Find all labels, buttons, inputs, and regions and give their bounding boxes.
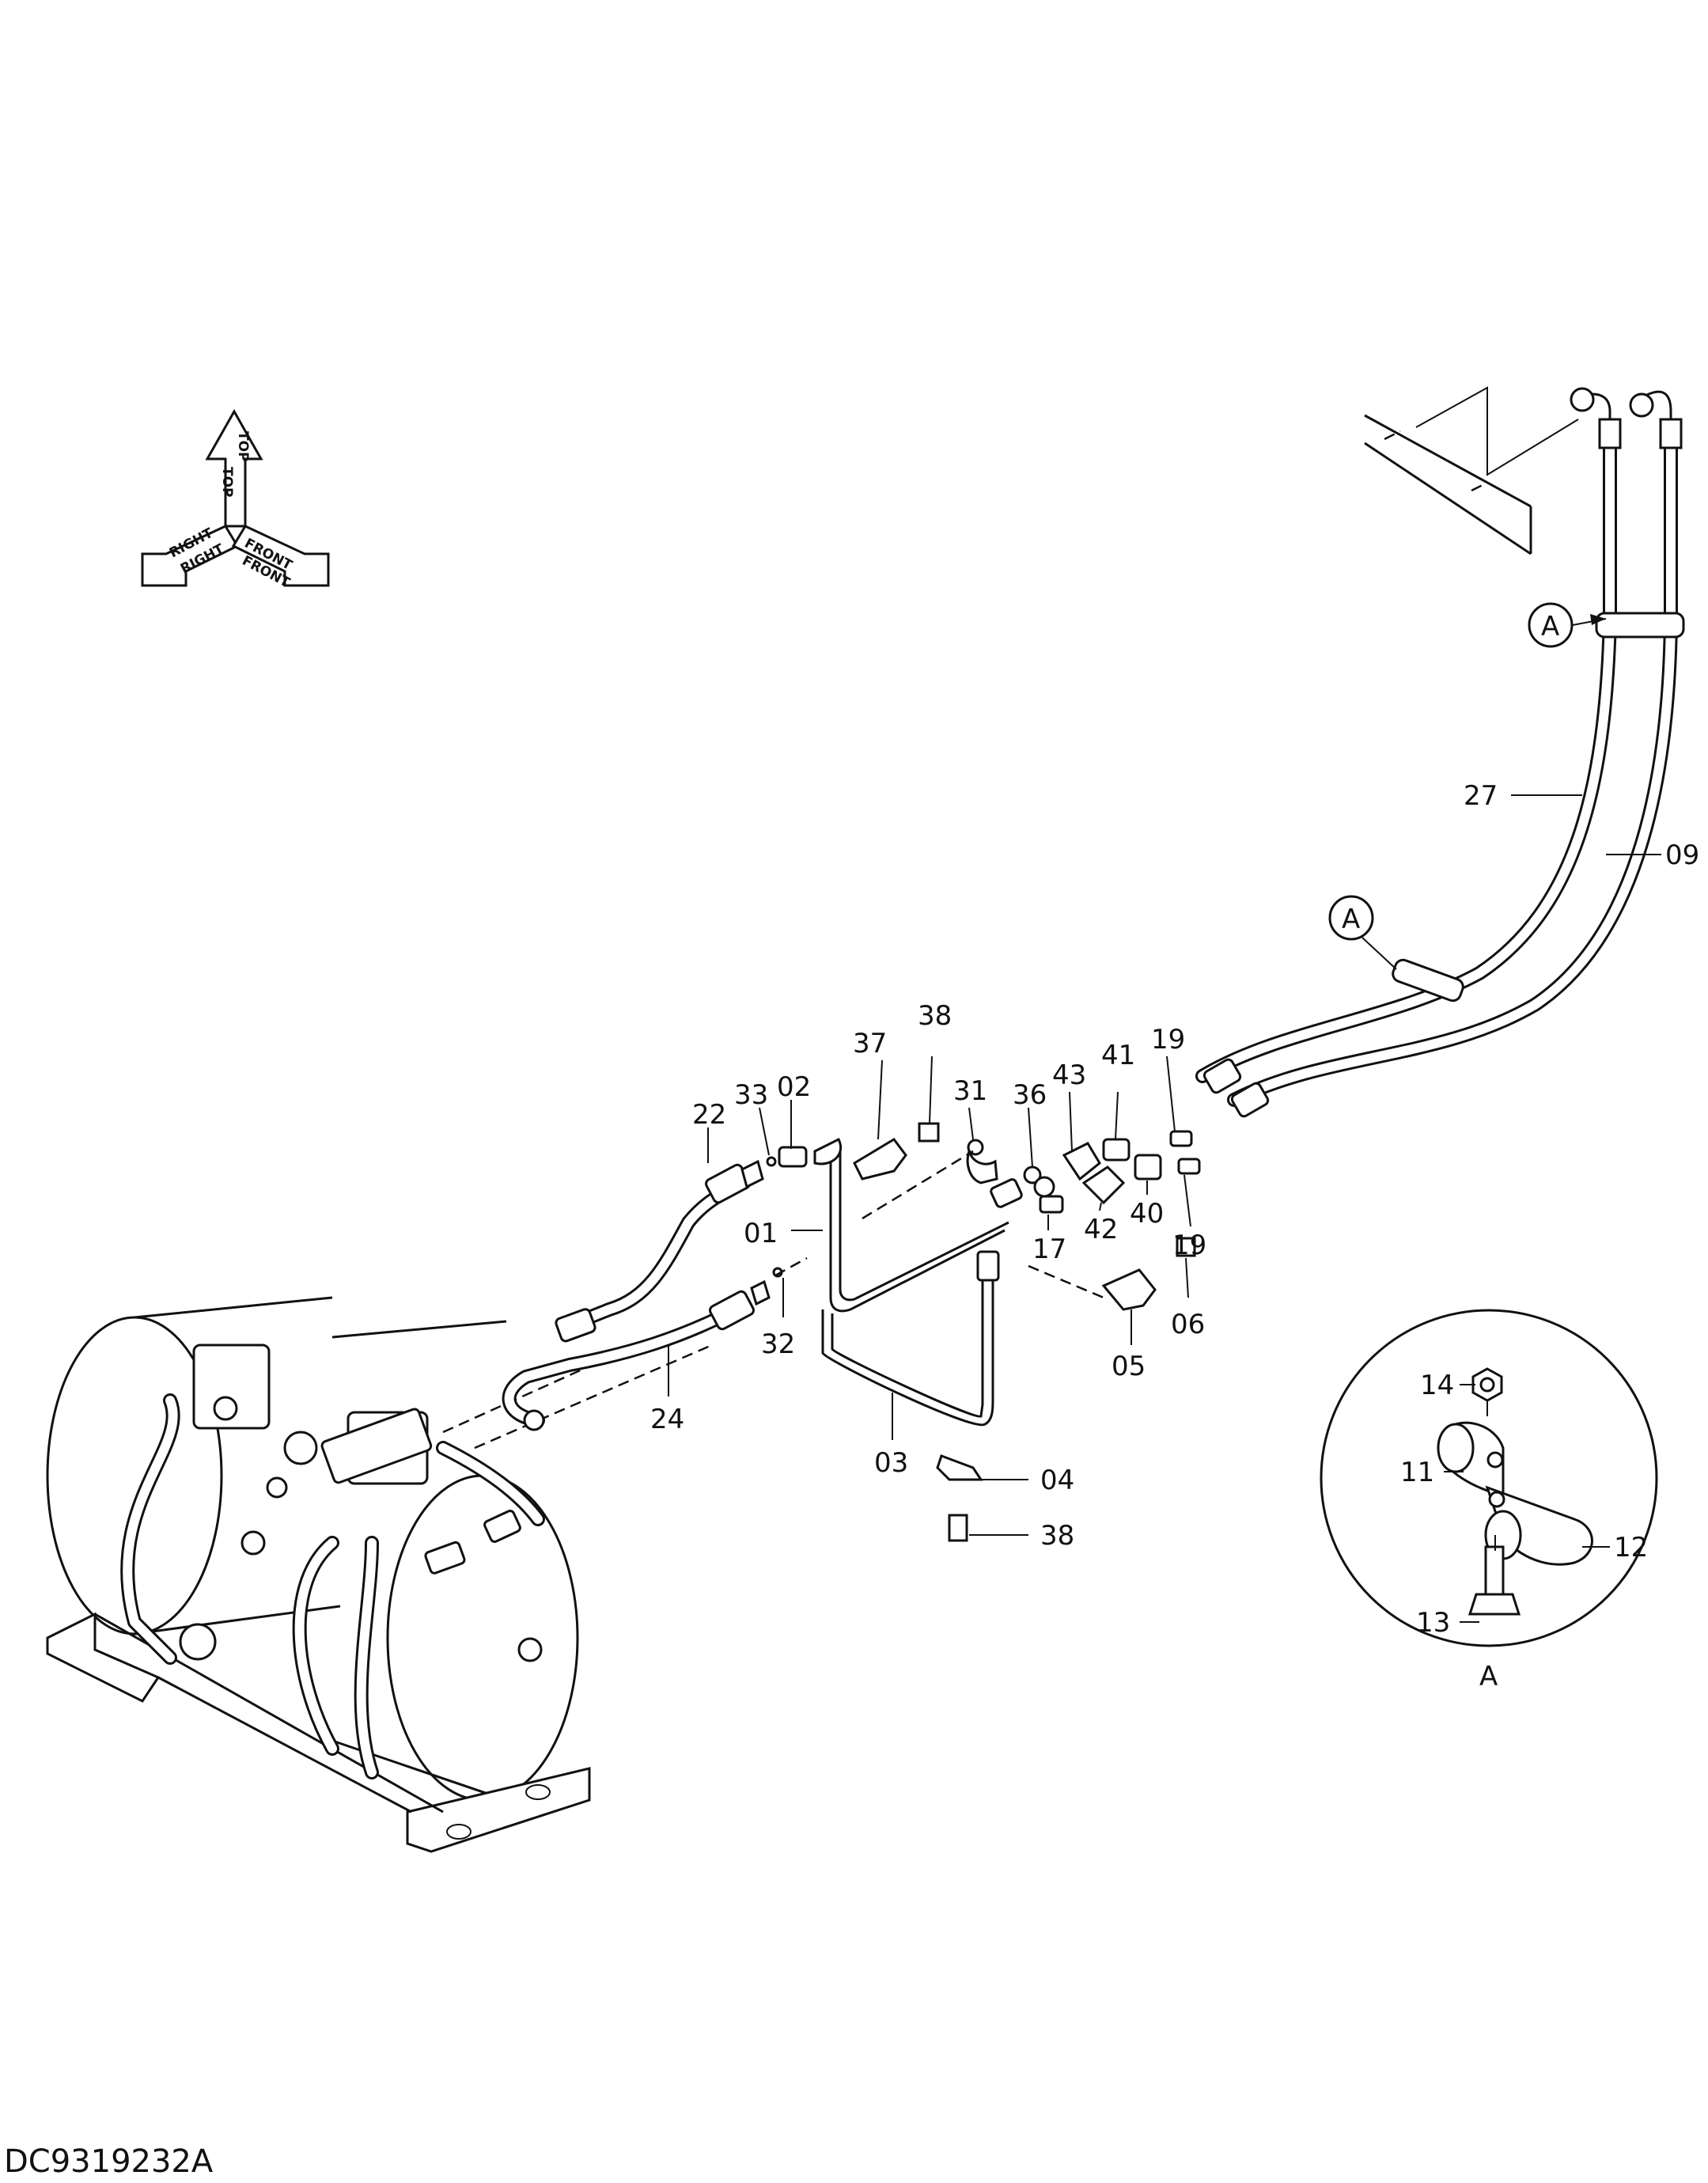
part-label-13: 13 [1416, 1607, 1450, 1639]
part-label-38-lower: 38 [1040, 1520, 1074, 1552]
part-label-03: 03 [874, 1447, 908, 1479]
detail-a-view-label: A [1479, 1661, 1498, 1692]
part-label-41: 41 [1101, 1040, 1135, 1071]
part-label-43: 43 [1052, 1059, 1086, 1091]
detail-a-callout-lower: A [1328, 895, 1397, 970]
nut-41 [1102, 1138, 1130, 1162]
part-label-02: 02 [777, 1071, 811, 1103]
part-label-24: 24 [650, 1404, 684, 1435]
clamp-04 [936, 1454, 983, 1481]
part-label-33: 33 [734, 1079, 768, 1111]
pipe-01-03 [813, 1137, 1023, 1427]
bolt-38-lower [948, 1514, 968, 1542]
part-label-05: 05 [1112, 1351, 1146, 1382]
part-label-27: 27 [1464, 780, 1498, 812]
hose-22 [555, 1159, 764, 1343]
part-label-17: 17 [1032, 1234, 1066, 1265]
fitting-17 [1039, 1195, 1064, 1214]
hose-24 [502, 1279, 771, 1431]
detail-a-callout-upper: A [1528, 602, 1607, 648]
part-label-36: 36 [1013, 1079, 1047, 1111]
part-label-38-upper: 38 [918, 1000, 952, 1032]
part-label-14: 14 [1420, 1370, 1454, 1401]
fitting-02 [778, 1146, 808, 1168]
drawing-code: DC9319232A [4, 2143, 214, 2180]
o-ring-33 [766, 1156, 777, 1167]
part-label-31: 31 [953, 1075, 987, 1107]
fitting-19-upper [1169, 1130, 1193, 1147]
nut-40 [1134, 1154, 1162, 1181]
clamp-05 [1101, 1268, 1157, 1311]
part-label-37: 37 [853, 1028, 887, 1059]
part-number-labels: 22 33 02 37 38 31 36 43 41 19 19 40 42 1… [650, 780, 1699, 1692]
part-label-40: 40 [1130, 1198, 1164, 1230]
bolt-06 [1176, 1237, 1196, 1257]
clamp-37 [853, 1138, 907, 1181]
part-label-01: 01 [744, 1218, 778, 1249]
fitting-42 [1081, 1165, 1126, 1205]
part-label-19-lower: 19 [1172, 1230, 1206, 1261]
part-label-12: 12 [1614, 1532, 1648, 1563]
orientation-top-label-2: TOP [235, 431, 251, 462]
detail-a-marker-upper: A [1541, 611, 1559, 642]
part-label-11: 11 [1400, 1457, 1434, 1488]
orientation-symbol: TOP TOP RIGHT RIGHT FRONT FRONT [141, 408, 330, 591]
detail-a-view [1320, 1309, 1658, 1647]
bolt-38-upper [918, 1122, 940, 1143]
leader-lines [668, 794, 1661, 1623]
hose-pair-27-09 [1195, 387, 1685, 1118]
part-label-04: 04 [1040, 1465, 1074, 1496]
cab-frame [1364, 386, 1579, 555]
part-label-32: 32 [761, 1328, 795, 1360]
orientation-top-label: TOP [219, 467, 235, 498]
part-label-22: 22 [692, 1099, 726, 1131]
ac-compressor-assembly [46, 1296, 713, 1853]
part-label-42: 42 [1084, 1214, 1118, 1245]
part-label-06: 06 [1171, 1309, 1205, 1340]
elbow-31 [966, 1147, 998, 1184]
part-label-09: 09 [1665, 839, 1699, 871]
detail-a-marker-lower: A [1342, 904, 1360, 935]
fittings-center [766, 1122, 1201, 1542]
fitting-19-lower [1177, 1158, 1201, 1175]
fitting-43 [1062, 1142, 1101, 1181]
part-label-19-upper: 19 [1151, 1024, 1185, 1055]
